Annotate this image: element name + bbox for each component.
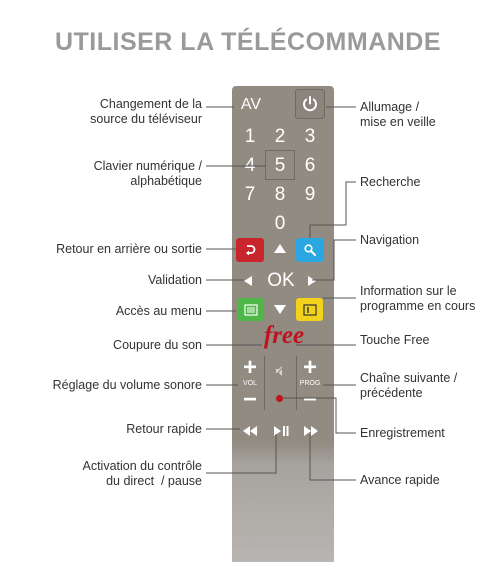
av-button[interactable]: AV [240, 96, 262, 113]
channel-label: PROG [299, 380, 321, 387]
label-mute: Coupure du son [113, 338, 202, 352]
up-arrow-icon[interactable] [274, 244, 286, 253]
info-button[interactable] [296, 298, 323, 321]
power-button[interactable] [295, 89, 325, 119]
right-arrow-icon[interactable] [308, 276, 316, 286]
digit-7-key[interactable]: 7 [244, 184, 256, 205]
menu-icon [243, 303, 258, 316]
label-validation: Validation [148, 273, 202, 287]
remote-lower-body [232, 442, 334, 562]
volume-down-button[interactable]: − [242, 386, 257, 413]
back-arrow-icon [246, 245, 256, 256]
menu-button[interactable] [237, 298, 264, 321]
label-forward: Avance rapide [360, 473, 440, 487]
digit-1-key[interactable]: 1 [244, 126, 256, 147]
play-pause-icon[interactable] [273, 423, 289, 441]
ok-button[interactable]: OK [267, 270, 295, 291]
down-arrow-icon[interactable] [274, 305, 286, 314]
digit-0-key[interactable]: 0 [274, 213, 286, 234]
remote-body [232, 86, 334, 442]
keypad-frame [265, 150, 295, 180]
digit-2-key[interactable]: 2 [274, 126, 286, 147]
label-rewind: Retour rapide [126, 422, 202, 436]
mute-icon[interactable] [274, 364, 286, 382]
digit-3-key[interactable]: 3 [304, 126, 316, 147]
digit-5-key[interactable]: 5 [274, 155, 286, 176]
label-power: Allumage / mise en veille [360, 100, 436, 129]
digit-9-key[interactable]: 9 [304, 184, 316, 205]
label-back: Retour en arrière ou sortie [56, 242, 202, 256]
fast-forward-icon[interactable] [303, 423, 319, 441]
search-button[interactable] [296, 238, 324, 262]
label-free-key: Touche Free [360, 333, 430, 347]
label-source: Changement de la source du téléviseur [90, 97, 202, 126]
volume-divider-right [296, 356, 297, 410]
power-icon [303, 96, 317, 112]
digit-8-key[interactable]: 8 [274, 184, 286, 205]
record-button[interactable] [276, 395, 283, 402]
label-channel: Chaîne suivante / précédente [360, 371, 458, 400]
label-live-pause: Activation du contrôle du direct / pause [82, 459, 202, 488]
label-record: Enregistrement [360, 426, 445, 440]
channel-down-button[interactable]: − [302, 386, 317, 413]
channel-up-button[interactable]: + [302, 354, 317, 381]
label-keypad: Clavier numérique / alphabétique [93, 159, 202, 188]
search-icon [304, 244, 316, 256]
page-title: UTILISER LA TÉLÉCOMMANDE [54, 28, 442, 56]
back-button[interactable] [236, 238, 264, 262]
volume-divider-left [264, 356, 265, 410]
label-navigation: Navigation [360, 233, 420, 247]
label-search: Recherche [360, 175, 421, 189]
digit-6-key[interactable]: 6 [304, 155, 316, 176]
left-arrow-icon[interactable] [244, 276, 252, 286]
label-info: Information sur le programme en cours [360, 284, 476, 313]
label-menu: Accès au menu [115, 304, 202, 318]
label-volume: Réglage du volume sonore [52, 378, 202, 392]
volume-label: VOL [242, 380, 257, 387]
volume-up-button[interactable]: + [242, 354, 257, 381]
info-icon [302, 303, 317, 316]
rewind-icon[interactable] [242, 423, 258, 441]
